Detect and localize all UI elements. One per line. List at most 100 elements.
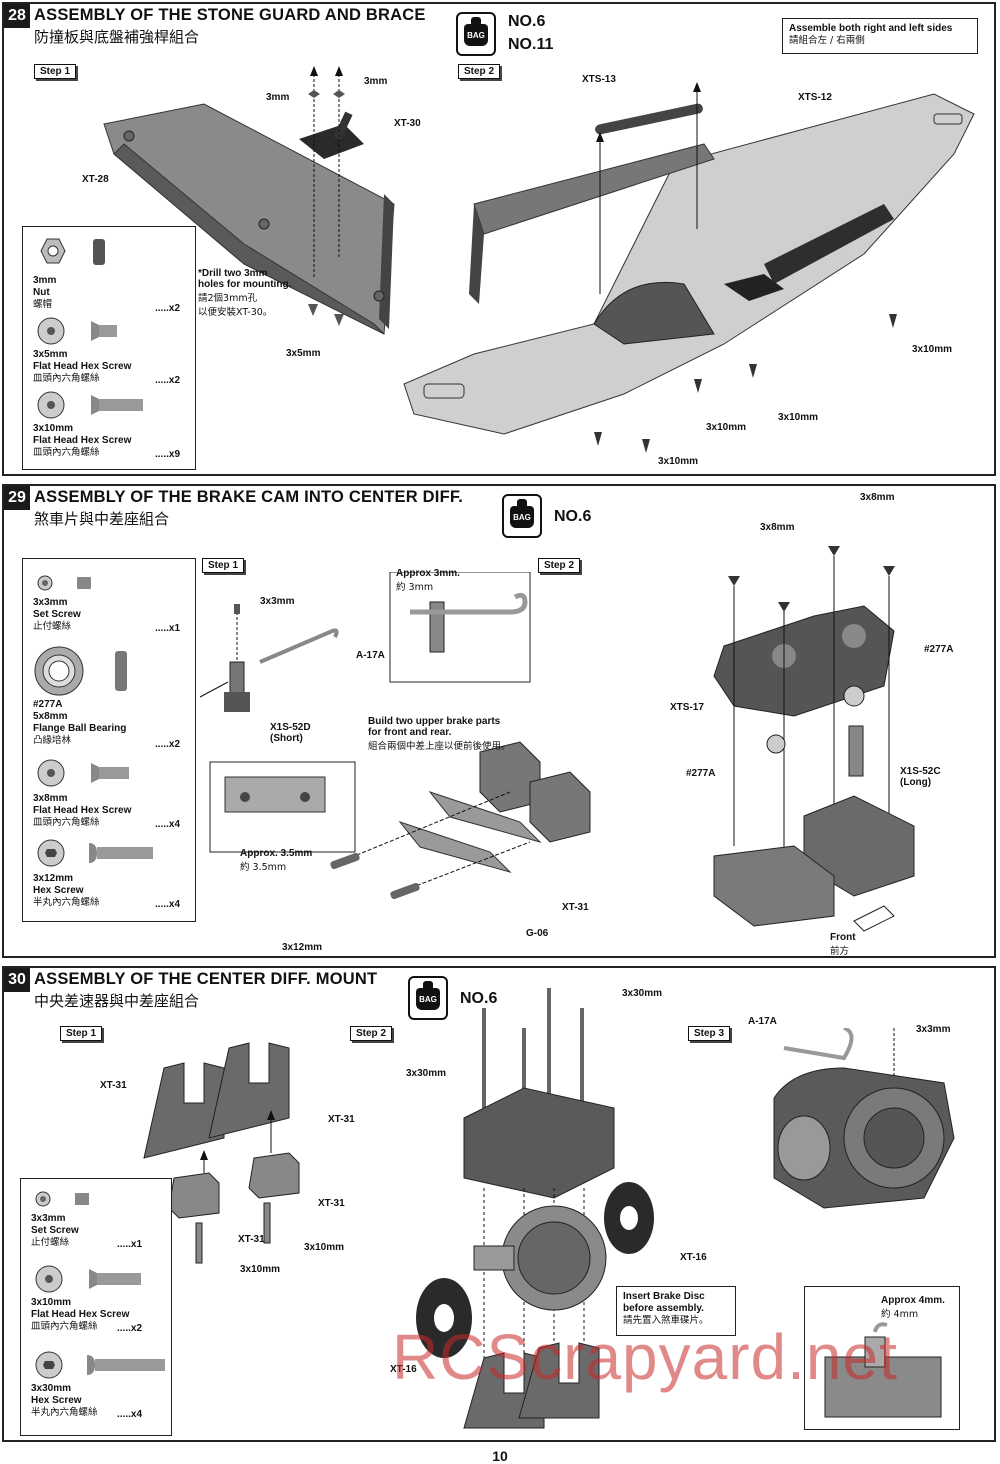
section-title: ASSEMBLY OF THE STONE GUARD AND BRACE — [34, 6, 426, 24]
bearing-icon — [34, 646, 127, 696]
label-3x10mm-b: 3x10mm — [240, 1264, 281, 1275]
brake-cam-diagram — [200, 572, 591, 900]
section-number: 30 — [4, 968, 30, 992]
part-row-3x10: 3x10mm Flat Head Hex Screw 皿頭內六角螺絲 — [31, 1297, 130, 1332]
label-approx-3mm: Approx 3mm. 約 3mm — [396, 568, 460, 593]
label-approx-3-5mm: Approx. 3.5mm 約 3.5mm — [240, 848, 313, 873]
label-x1s52d: X1S-52D (Short) — [270, 722, 311, 744]
part-row-nut: 3mm Nut 螺帽 — [33, 275, 57, 310]
label-build-note: Build two upper brake parts for front an… — [368, 716, 511, 752]
step-3-label: Step 3 — [688, 1026, 731, 1041]
label-3x10mm-d: 3x10mm — [658, 456, 699, 467]
section-number: 29 — [4, 486, 30, 510]
flat-head-screw-icon — [37, 317, 117, 345]
bag-number-6: NO.6 — [460, 990, 498, 1007]
part-qty: .....x2 — [155, 303, 181, 314]
label-3x3mm: 3x3mm — [260, 596, 295, 607]
label-3x10mm-c: 3x10mm — [706, 422, 747, 433]
label-3x5mm: 3x5mm — [286, 348, 321, 359]
label-3x10mm-b: 3x10mm — [778, 412, 819, 423]
nut-icon — [40, 238, 105, 265]
flat-head-screw-icon — [35, 1265, 141, 1293]
label-xt28: XT-28 — [82, 174, 109, 185]
section-title: ASSEMBLY OF THE CENTER DIFF. MOUNT — [34, 970, 378, 988]
label-xt31: XT-31 — [562, 902, 589, 913]
page-number: 10 — [492, 1448, 508, 1464]
insert-disc-note: Insert Brake Disc before assembly. 請先置入煞… — [616, 1286, 736, 1336]
set-screw-icon — [35, 1191, 89, 1207]
part-qty: .....x1 — [155, 623, 181, 634]
stone-guard-diagram — [103, 66, 395, 335]
step-1-label: Step 1 — [202, 558, 245, 573]
label-3x8mm-b: 3x8mm — [760, 522, 795, 533]
label-3x10mm-a: 3x10mm — [304, 1242, 345, 1253]
part-qty: .....x1 — [117, 1239, 143, 1250]
label-3x3mm: 3x3mm — [916, 1024, 951, 1035]
bag-icon: BAG — [456, 12, 496, 56]
diff-mount-step1-diagram — [143, 1042, 300, 1264]
label-3x30mm-a: 3x30mm — [622, 988, 663, 999]
parts-box: 3mm Nut 螺帽 .....x2 3x5mm Flat Head Hex S… — [22, 226, 196, 470]
section-29: 29 ASSEMBLY OF THE BRAKE CAM INTO CENTER… — [2, 484, 996, 958]
part-qty: .....x9 — [155, 449, 181, 460]
label-3x12mm: 3x12mm — [282, 942, 323, 953]
part-qty: .....x4 — [155, 899, 181, 910]
part-row-3x12: 3x12mm Hex Screw 半丸內六角螺絲 — [33, 873, 100, 908]
parts-box: 3x3mm Set Screw 止付螺絲 .....x1 #277A 5x8mm… — [22, 558, 196, 922]
gap-detail-diagram — [824, 1322, 942, 1418]
bag-number-6: NO.6 — [508, 13, 546, 30]
label-x1s52c: X1S-52C (Long) — [900, 766, 941, 788]
part-qty: .....x4 — [117, 1409, 143, 1420]
label-xts12: XTS-12 — [798, 92, 832, 103]
part-row-3x3: 3x3mm Set Screw 止付螺絲 — [33, 597, 81, 632]
section-subtitle: 中央差速器與中差座組合 — [34, 992, 200, 1010]
label-3x30mm-b: 3x30mm — [406, 1068, 447, 1079]
section-number: 28 — [4, 4, 30, 28]
label-3x8mm-a: 3x8mm — [860, 492, 895, 503]
part-row-3x10: 3x10mm Flat Head Hex Screw 皿頭內六角螺絲 — [33, 423, 132, 458]
hex-screw-icon — [35, 1351, 165, 1379]
assembled-diff-diagram — [773, 1028, 955, 1209]
step-1-label: Step 1 — [60, 1026, 103, 1041]
section-28: 28 ASSEMBLY OF THE STONE GUARD AND BRACE… — [2, 2, 996, 476]
label-3x10mm-a: 3x10mm — [912, 344, 953, 355]
bag-number-6: NO.6 — [554, 508, 592, 525]
label-277a-left: #277A — [686, 768, 716, 779]
parts-box: 3x3mm Set Screw 止付螺絲 .....x1 3x10mm Flat… — [20, 1178, 172, 1436]
set-screw-icon — [37, 575, 91, 591]
chassis-diagram — [403, 82, 975, 453]
step-2-label: Step 2 — [538, 558, 581, 573]
label-a17a: A-17A — [356, 650, 385, 661]
label-277a-right: #277A — [924, 644, 954, 655]
label-xts17: XTS-17 — [670, 702, 704, 713]
step-1-label: Step 1 — [34, 64, 77, 79]
hex-screw-icon — [37, 839, 153, 867]
part-row-bearing: #277A 5x8mm Flange Ball Bearing 凸緣培林 — [33, 699, 127, 746]
part-row-3x3: 3x3mm Set Screw 止付螺絲 — [31, 1213, 79, 1248]
part-row-3x5: 3x5mm Flat Head Hex Screw 皿頭內六角螺絲 — [33, 349, 132, 384]
part-qty: .....x2 — [117, 1323, 143, 1334]
watermark-text: RCScrapyard.net — [392, 1321, 898, 1393]
note-box: Assemble both right and left sides 請組合左 … — [782, 18, 978, 54]
step-2-label: Step 2 — [458, 64, 501, 79]
label-xt31-b: XT-31 — [328, 1114, 355, 1125]
bag-icon: BAG — [408, 976, 448, 1020]
approx-4mm-box: Approx 4mm. 約 4mm — [804, 1286, 960, 1430]
label-xt30: XT-30 — [394, 118, 421, 129]
flat-head-screw-icon — [37, 759, 129, 787]
drill-note: *Drill two 3mm holes for mounting. 請2個3m… — [198, 268, 292, 318]
label-xt16-left: XT-16 — [390, 1364, 417, 1375]
label-xt31-a: XT-31 — [100, 1080, 127, 1091]
part-qty: .....x2 — [155, 375, 181, 386]
label-xt16-right: XT-16 — [680, 1252, 707, 1263]
label-a17a: A-17A — [748, 1016, 777, 1027]
label-xt31-d: XT-31 — [238, 1234, 265, 1245]
flat-head-screw-long-icon — [37, 391, 143, 419]
label-front: Front 前方 — [830, 932, 856, 957]
bag-icon: BAG — [502, 494, 542, 538]
center-diff-exploded-diagram — [416, 988, 654, 1429]
section-30: 30 ASSEMBLY OF THE CENTER DIFF. MOUNT 中央… — [2, 966, 996, 1442]
label-xt31-c: XT-31 — [318, 1198, 345, 1209]
label-3mm-b: 3mm — [364, 76, 388, 87]
label-3mm-a: 3mm — [266, 92, 290, 103]
